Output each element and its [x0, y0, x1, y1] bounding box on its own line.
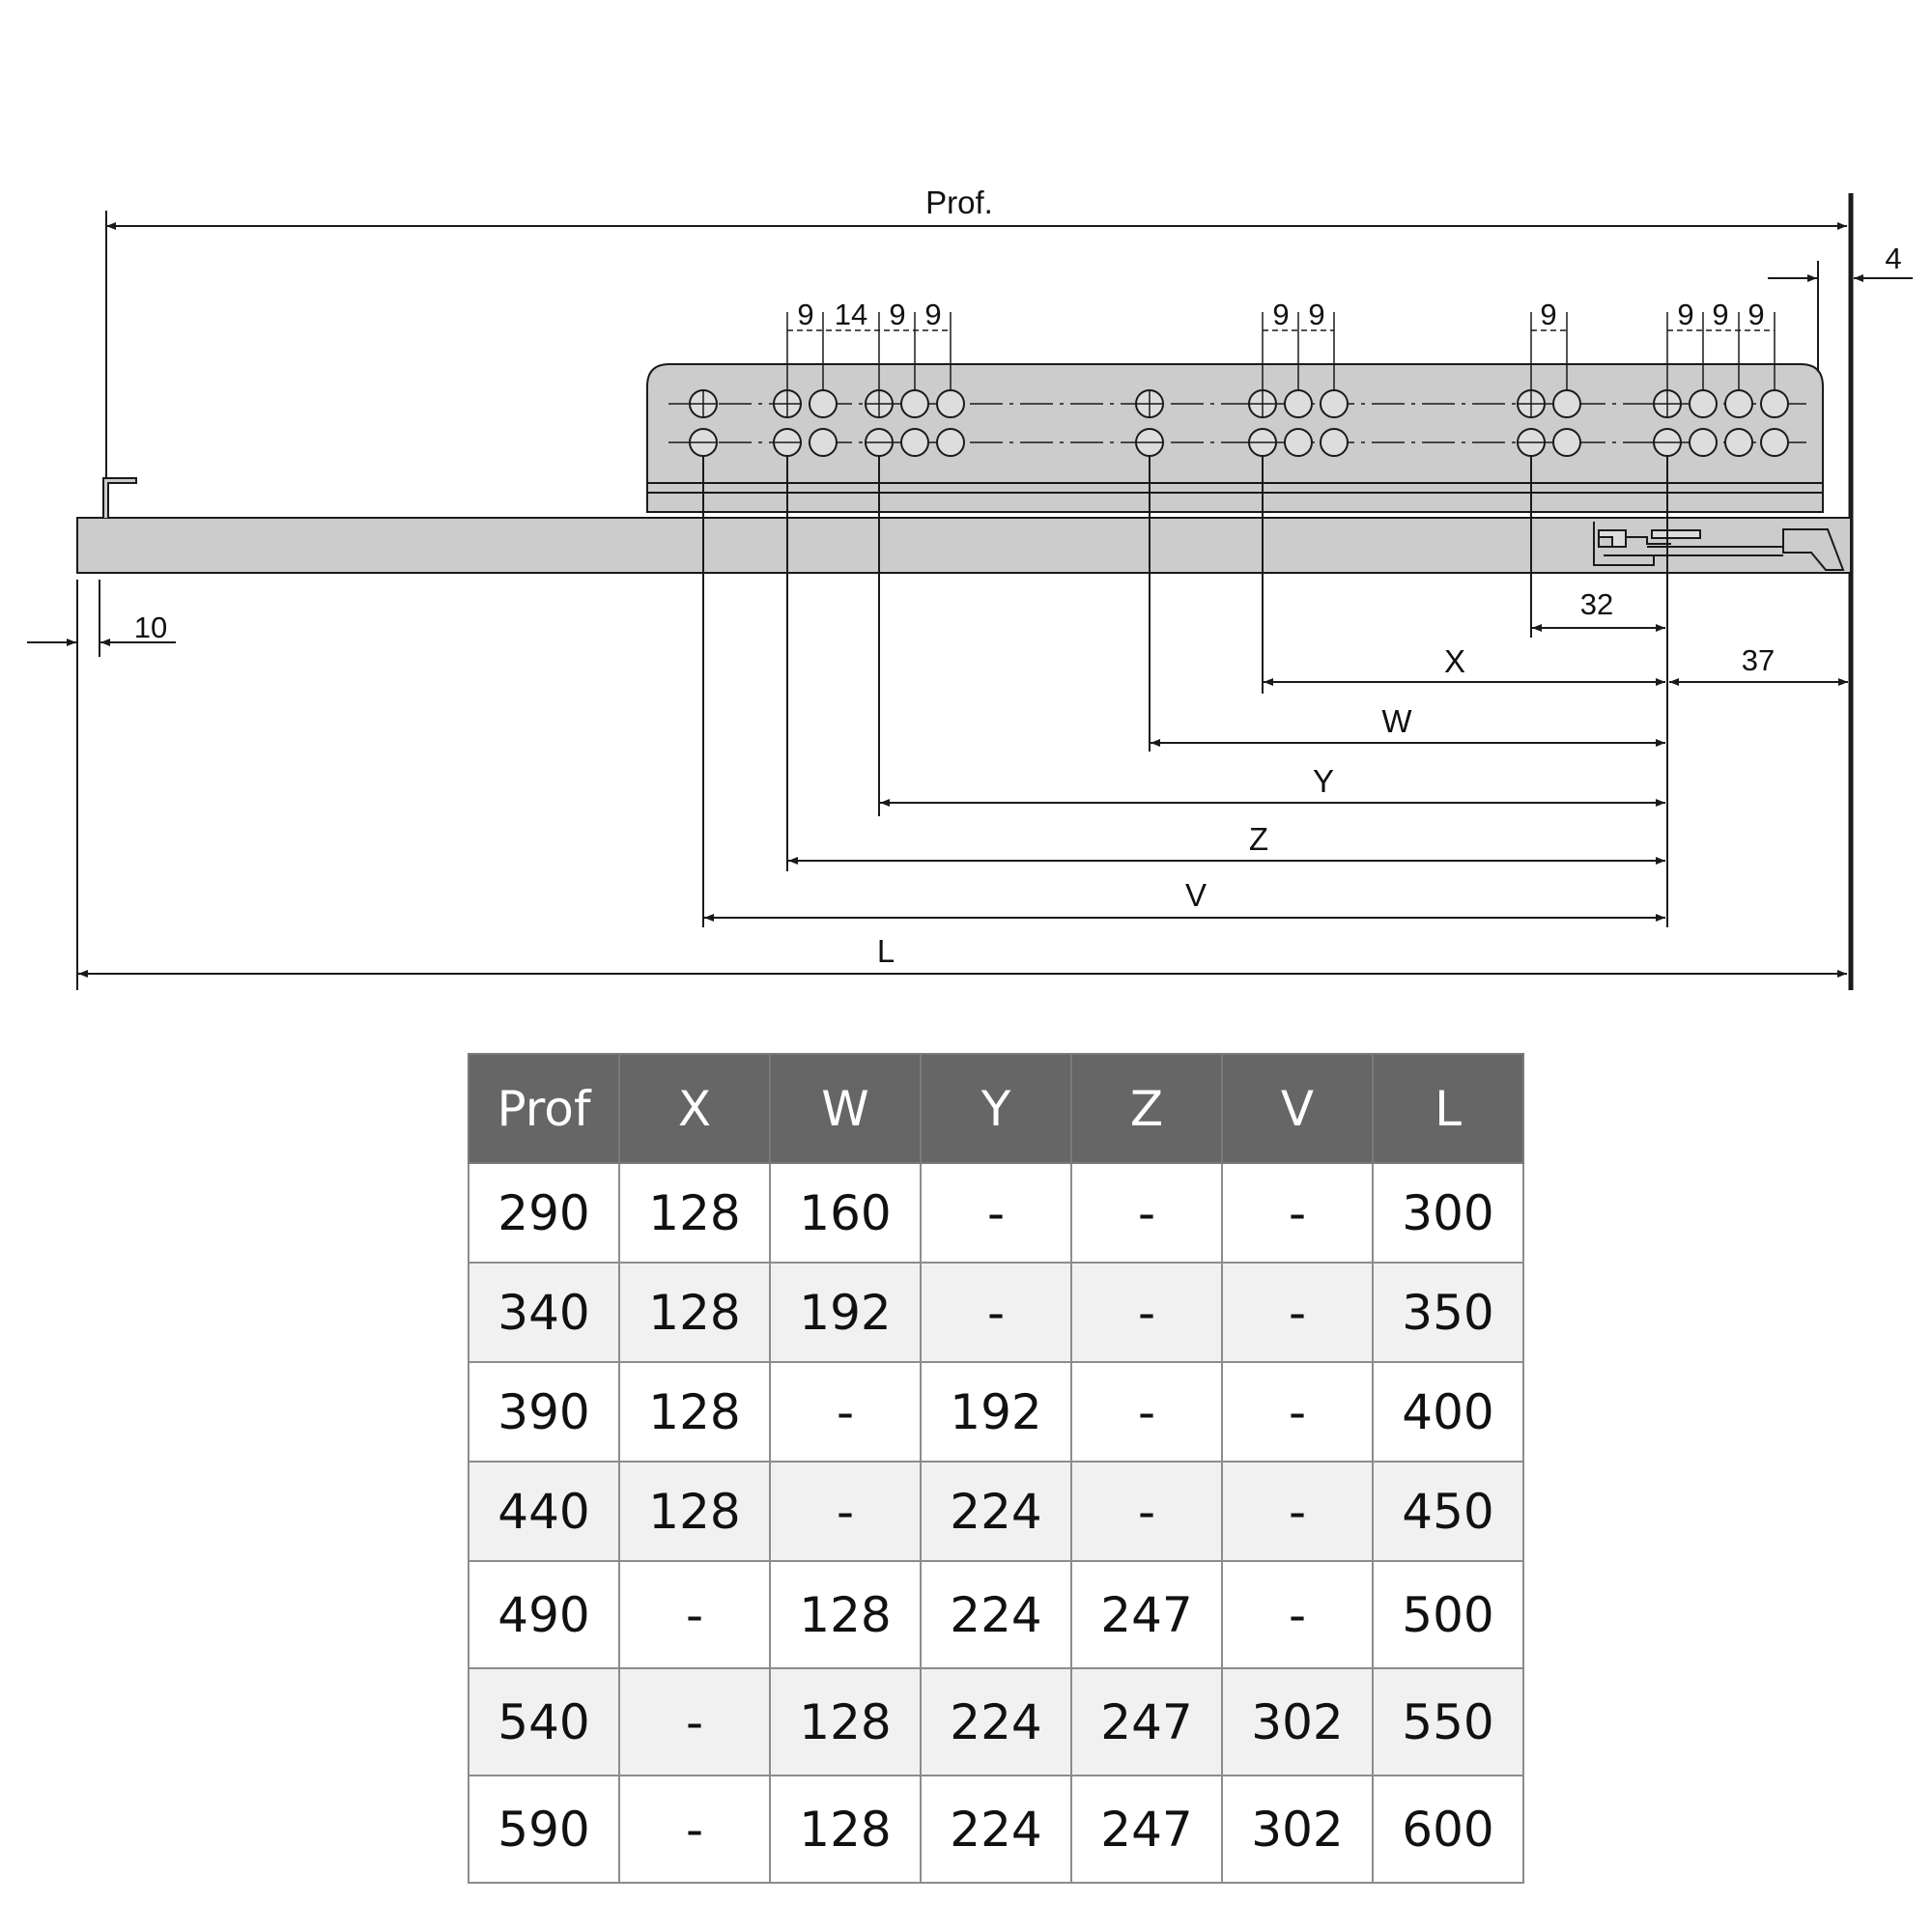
table-cell: - — [920, 1262, 1072, 1363]
dim-z-label: Z — [1249, 821, 1268, 857]
table-cell: 224 — [920, 1560, 1072, 1669]
header-w: W — [769, 1053, 922, 1164]
drawer-slide-technical-drawing: Prof. 4 10 32 37 X W Y Z V L 9 14 9 9 9 … — [27, 185, 1913, 990]
table-row: 390 128 - 192 - - 400 — [468, 1361, 1524, 1463]
rear-locking-mechanism — [1593, 522, 1845, 571]
hole-pitch-labels: 9 14 9 9 9 9 9 9 9 9 — [797, 298, 1764, 331]
table-row: 540 - 128 224 247 302 550 — [468, 1667, 1524, 1776]
table-cell: - — [1070, 1361, 1223, 1463]
drawer-rail — [76, 517, 1852, 574]
table-cell: 540 — [468, 1667, 620, 1776]
pitch-label: 9 — [1677, 298, 1693, 331]
table-cell: - — [1221, 1461, 1374, 1562]
pitch-label: 9 — [1272, 298, 1289, 331]
table-cell: 247 — [1070, 1667, 1223, 1776]
pitch-label: 9 — [1747, 298, 1764, 331]
table-cell: 128 — [618, 1262, 771, 1363]
dim-l-label: L — [877, 933, 895, 969]
pitch-label: 9 — [1712, 298, 1728, 331]
table-cell: 600 — [1372, 1775, 1524, 1884]
table-cell: 224 — [920, 1775, 1072, 1884]
table-cell: 128 — [618, 1361, 771, 1463]
table-cell: - — [1221, 1162, 1374, 1264]
table-cell: 128 — [769, 1560, 922, 1669]
table-header-row: Prof X W Y Z V L — [468, 1053, 1524, 1164]
table-cell: 128 — [769, 1667, 922, 1776]
pitch-label: 9 — [889, 298, 905, 331]
table-cell: 490 — [468, 1560, 620, 1669]
header-x: X — [618, 1053, 771, 1164]
header-prof: Prof — [468, 1053, 620, 1164]
dim-37-label: 37 — [1742, 643, 1775, 677]
table-cell: 128 — [618, 1461, 771, 1562]
table-cell: 128 — [769, 1775, 922, 1884]
table-cell: 450 — [1372, 1461, 1524, 1562]
table-cell: 350 — [1372, 1262, 1524, 1363]
table-cell: 440 — [468, 1461, 620, 1562]
table-cell: 590 — [468, 1775, 620, 1884]
table-cell: 300 — [1372, 1162, 1524, 1264]
table-cell: - — [1221, 1560, 1374, 1669]
table-cell: 192 — [920, 1361, 1072, 1463]
table-cell: - — [1221, 1361, 1374, 1463]
table-cell: 500 — [1372, 1560, 1524, 1669]
pitch-label: 9 — [1540, 298, 1556, 331]
table-cell: 302 — [1221, 1775, 1374, 1884]
table-cell: 550 — [1372, 1667, 1524, 1776]
front-bracket — [102, 477, 137, 518]
table-cell: 192 — [769, 1262, 922, 1363]
dimension-table: Prof X W Y Z V L 290 128 160 - - - 300 3… — [468, 1053, 1524, 1884]
table-cell: - — [1070, 1262, 1223, 1363]
table-cell: 340 — [468, 1262, 620, 1363]
table-cell: - — [1221, 1262, 1374, 1363]
dim-10-label: 10 — [134, 611, 167, 644]
table-cell: - — [618, 1667, 771, 1776]
pitch-label: 9 — [924, 298, 941, 331]
table-row: 590 - 128 224 247 302 600 — [468, 1775, 1524, 1884]
header-v: V — [1221, 1053, 1374, 1164]
dim-y-label: Y — [1313, 763, 1334, 799]
table-row: 490 - 128 224 247 - 500 — [468, 1560, 1524, 1669]
table-cell: 247 — [1070, 1775, 1223, 1884]
table-cell: 247 — [1070, 1560, 1223, 1669]
pitch-label: 9 — [1308, 298, 1324, 331]
table-cell: 302 — [1221, 1667, 1374, 1776]
table-cell: 160 — [769, 1162, 922, 1264]
header-z: Z — [1070, 1053, 1223, 1164]
pitch-label: 14 — [835, 298, 867, 331]
prof-label: Prof. — [925, 185, 993, 220]
table-cell: 224 — [920, 1667, 1072, 1776]
table-row: 440 128 - 224 - - 450 — [468, 1461, 1524, 1562]
table-cell: - — [769, 1461, 922, 1562]
table-cell: - — [920, 1162, 1072, 1264]
table-cell: - — [618, 1775, 771, 1884]
header-l: L — [1372, 1053, 1524, 1164]
table-cell: 290 — [468, 1162, 620, 1264]
hole-pitch-dimensions — [786, 312, 1776, 396]
table-cell: - — [1070, 1162, 1223, 1264]
table-row: 290 128 160 - - - 300 — [468, 1162, 1524, 1264]
dim-4-label: 4 — [1885, 242, 1901, 275]
table-cell: - — [769, 1361, 922, 1463]
table-cell: 390 — [468, 1361, 620, 1463]
dim-v-label: V — [1185, 877, 1207, 913]
dim-x-label: X — [1444, 643, 1465, 679]
table-cell: 128 — [618, 1162, 771, 1264]
table-cell: 224 — [920, 1461, 1072, 1562]
header-y: Y — [920, 1053, 1072, 1164]
table-cell: - — [618, 1560, 771, 1669]
dim-32-label: 32 — [1580, 587, 1613, 621]
table-cell: - — [1070, 1461, 1223, 1562]
hole-centerlines — [668, 403, 1806, 443]
dim-w-label: W — [1381, 703, 1412, 739]
table-row: 340 128 192 - - - 350 — [468, 1262, 1524, 1363]
table-cell: 400 — [1372, 1361, 1524, 1463]
pitch-label: 9 — [797, 298, 813, 331]
